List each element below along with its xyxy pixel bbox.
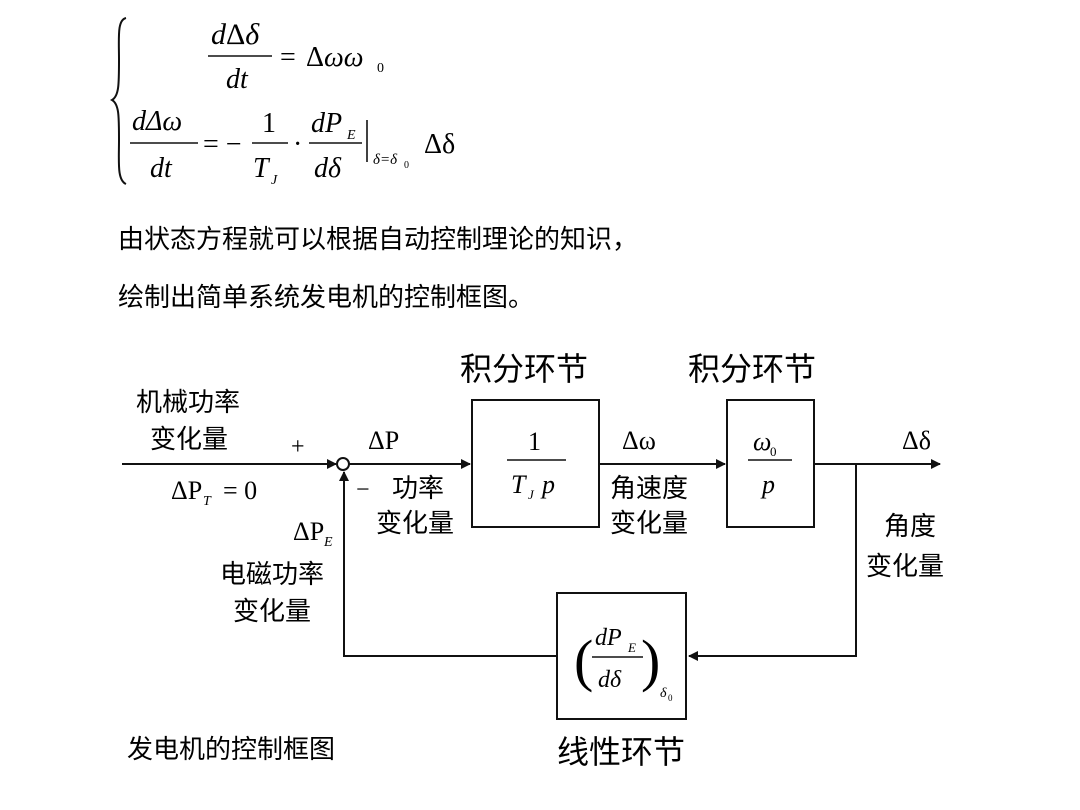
block1-numerator: 1 <box>528 427 541 456</box>
input-label-line2: 变化量 <box>150 425 228 455</box>
state-equations: dΔδ dt = Δωω 0 dΔω dt = − 1 T J · dP E d… <box>109 17 455 188</box>
input-symbol: ΔP <box>171 476 202 505</box>
feedback-right-line <box>688 464 857 661</box>
feedback-block <box>556 592 687 720</box>
dp-label-line1: 功率 <box>392 474 444 504</box>
dp-symbol: ΔP <box>368 426 399 455</box>
block2-integrator <box>726 399 815 528</box>
eq2-left-numerator: dΔω <box>132 106 182 137</box>
block1-den-p: p <box>540 470 555 499</box>
block2-numerator-sub: 0 <box>770 444 777 459</box>
feedback-paren-right: ) <box>641 628 660 693</box>
block1-title: 积分环节 <box>460 350 588 388</box>
feedback-left-line <box>339 471 557 657</box>
block1-den-T: T <box>511 470 527 499</box>
diagram-caption: 发电机的控制框图 <box>127 735 335 765</box>
feedback-den: dδ <box>598 667 622 693</box>
block1-integrator <box>471 399 600 528</box>
dp-label-line2: 变化量 <box>376 509 454 539</box>
feedback-num-sub: E <box>627 640 636 655</box>
input-label-line1: 机械功率 <box>136 388 240 418</box>
block1-den-J: J <box>528 487 535 502</box>
summing-junction <box>336 457 350 471</box>
feedback-sub0: 0 <box>668 693 673 703</box>
control-block-diagram: 积分环节 积分环节 机械功率 变化量 + ΔP T = 0 − ΔP 功率 变化… <box>122 350 944 771</box>
domega-symbol: Δω <box>622 426 656 455</box>
eq2-one: 1 <box>262 108 276 139</box>
eq1-subscript-0: 0 <box>377 61 384 76</box>
fb-label-line1: 电磁功率 <box>220 560 324 590</box>
eq1-equals: = <box>280 42 296 73</box>
input-symbol-sub: T <box>203 494 212 509</box>
domega-label-line2: 变化量 <box>610 509 688 539</box>
eq2-dPE-E: E <box>346 128 356 143</box>
plus-sign: + <box>291 434 305 460</box>
eq2-TJ-T: T <box>253 153 271 184</box>
eq2-equals-minus: = − <box>203 129 242 160</box>
output-symbol: Δδ <box>902 426 931 455</box>
fb-label-line2: 变化量 <box>233 597 311 627</box>
equation-brace <box>109 17 127 185</box>
eq1-denominator: dt <box>226 64 249 95</box>
feedback-title: 线性环节 <box>557 733 685 771</box>
explanation-line-1: 由状态方程就可以根据自动控制理论的知识， <box>118 225 638 255</box>
feedback-paren-left: ( <box>574 628 593 693</box>
eq2-ddelta: dδ <box>314 153 342 184</box>
eq2-dot: · <box>293 129 302 160</box>
equation-1: dΔδ dt = Δωω 0 <box>208 18 384 95</box>
eq2-TJ-J: J <box>271 173 278 188</box>
equation-2: dΔω dt = − 1 T J · dP E dδ δ=δ 0 Δδ <box>130 106 455 188</box>
eq2-left-denominator: dt <box>150 153 173 184</box>
fb-symbol-sub: E <box>323 535 333 550</box>
block2-denominator: p <box>760 470 775 499</box>
input-symbol-eq: = 0 <box>223 476 257 505</box>
eq1-numerator: dΔδ <box>211 18 260 51</box>
output-label-line2: 变化量 <box>866 552 944 582</box>
eq2-dPE-dP: dP <box>311 108 342 139</box>
output-label-line1: 角度 <box>884 512 936 542</box>
eq2-rhs: Δδ <box>424 129 455 160</box>
block2-numerator: ω <box>753 427 771 456</box>
eq2-eval-sub0: 0 <box>404 160 409 171</box>
feedback-num-main: dP <box>595 625 622 651</box>
explanation-line-2: 绘制出简单系统发电机的控制框图。 <box>118 283 534 313</box>
block2-title: 积分环节 <box>688 350 816 388</box>
feedback-sub: δ <box>660 686 667 701</box>
eq2-eval-cond: δ=δ <box>373 152 398 168</box>
fb-symbol: ΔP <box>293 517 324 546</box>
eq1-rhs: Δωω <box>306 42 364 73</box>
domega-label-line1: 角速度 <box>610 474 688 504</box>
minus-sign: − <box>356 477 370 503</box>
